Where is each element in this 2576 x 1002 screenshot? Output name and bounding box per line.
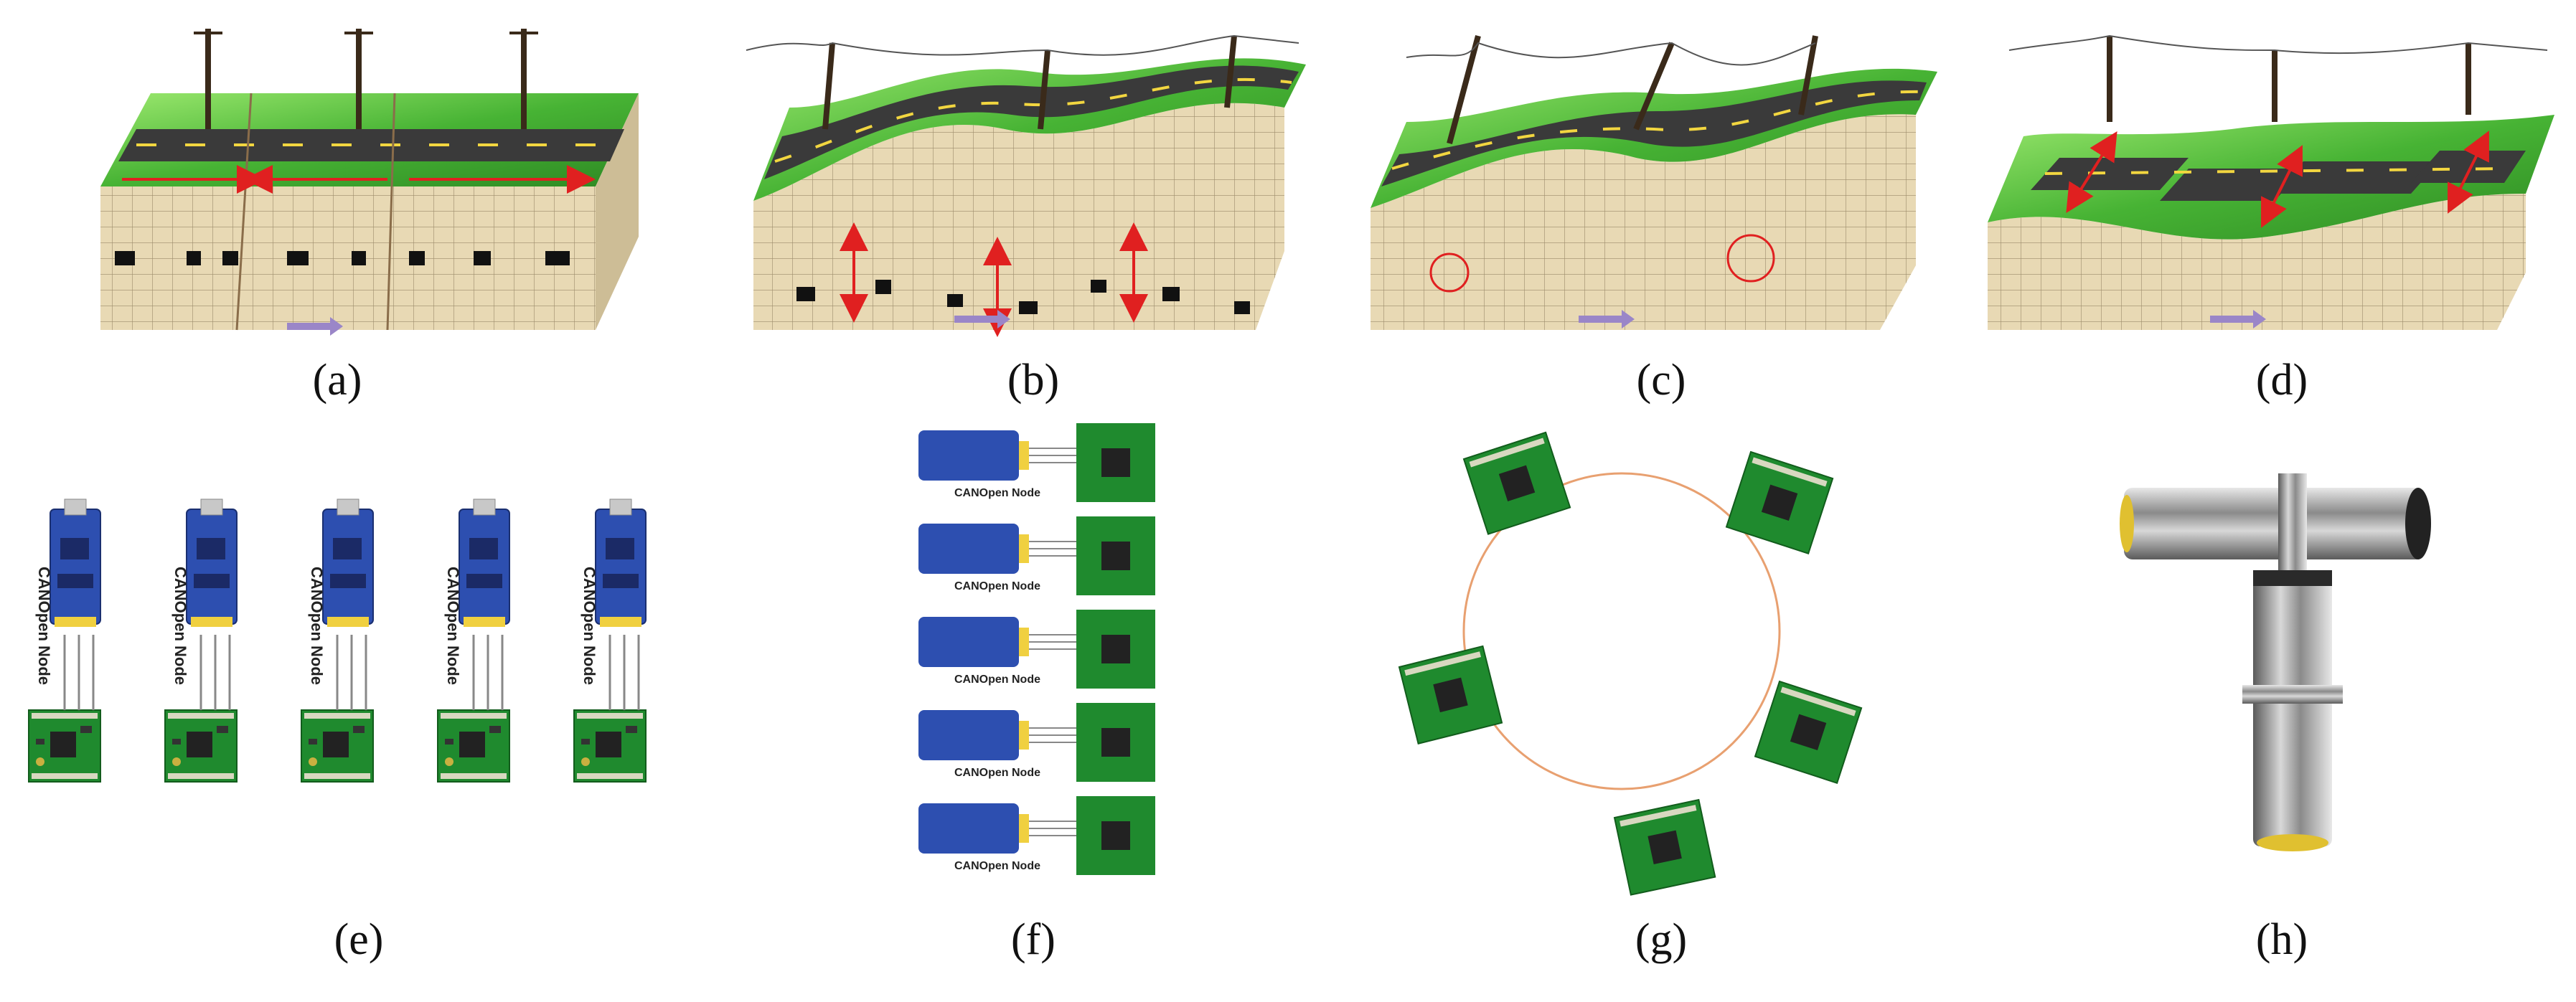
svg-text:CANOpen Node: CANOpen Node [954,767,1040,779]
caption-f: (f) [1011,915,1056,964]
panel-h-cylinder-sensor [2120,473,2431,851]
canopen-node-icon: CANOpen Node [918,423,1155,502]
canopen-node-icon: CANOpen Node [918,516,1155,595]
svg-text:CANOpen Node: CANOpen Node [35,567,53,685]
sensor-board-icon [1754,680,1863,784]
panel-e-node-array: CANOpen Node CANOpen Node CANOpen Node C… [28,498,647,783]
caption-g: (g) [1635,915,1688,964]
caption-e: (e) [334,915,384,964]
svg-text:CANOpen Node: CANOpen Node [580,567,598,685]
sensor-board-icon [1613,798,1716,896]
svg-text:CANOpen Node: CANOpen Node [444,567,462,685]
canopen-node-icon: CANOpen Node [28,498,101,783]
layout-circle [1462,472,1781,790]
road-icon [118,129,624,161]
panel-g-circular-sensor-layout [1398,431,1863,896]
panel-d-love-wave-diagram [1988,34,2554,330]
canopen-node-icon: CANOpen Node [573,498,647,783]
sensor-board-icon [1725,450,1834,554]
panel-b-vertical-ground-wave-diagram [746,34,1306,337]
sensor-board-icon [1398,645,1503,745]
svg-text:CANOpen Node: CANOpen Node [954,673,1040,686]
svg-text:CANOpen Node: CANOpen Node [308,567,326,685]
caption-d: (d) [2255,356,2308,405]
canopen-node-icon: CANOpen Node [918,796,1155,875]
svg-text:CANOpen Node: CANOpen Node [954,860,1040,872]
svg-text:CANOpen Node: CANOpen Node [954,487,1040,499]
caption-c: (c) [1636,356,1686,405]
caption-h: (h) [2255,915,2308,964]
canopen-node-icon: CANOpen Node [301,498,374,783]
arrow-icon [287,317,343,336]
canopen-node-icon: CANOpen Node [918,610,1155,689]
caption-b: (b) [1007,356,1060,405]
sensor-board-icon [1462,431,1571,535]
caption-a: (a) [312,356,362,405]
canopen-node-icon: CANOpen Node [437,498,510,783]
cylinder-sensor-icon [2120,473,2431,851]
panel-c-rayleigh-wave-diagram [1371,34,1937,331]
svg-text:CANOpen Node: CANOpen Node [171,567,189,685]
panel-f-node-stack: CANOpen Node CANOpen Node CANOpen Node C… [918,423,1155,875]
canopen-node-icon: CANOpen Node [164,498,238,783]
power-pole-icon [205,29,527,129]
canopen-node-icon: CANOpen Node [918,703,1155,782]
svg-text:CANOpen Node: CANOpen Node [954,580,1040,592]
panel-a-fault-rupture-diagram [100,29,639,336]
